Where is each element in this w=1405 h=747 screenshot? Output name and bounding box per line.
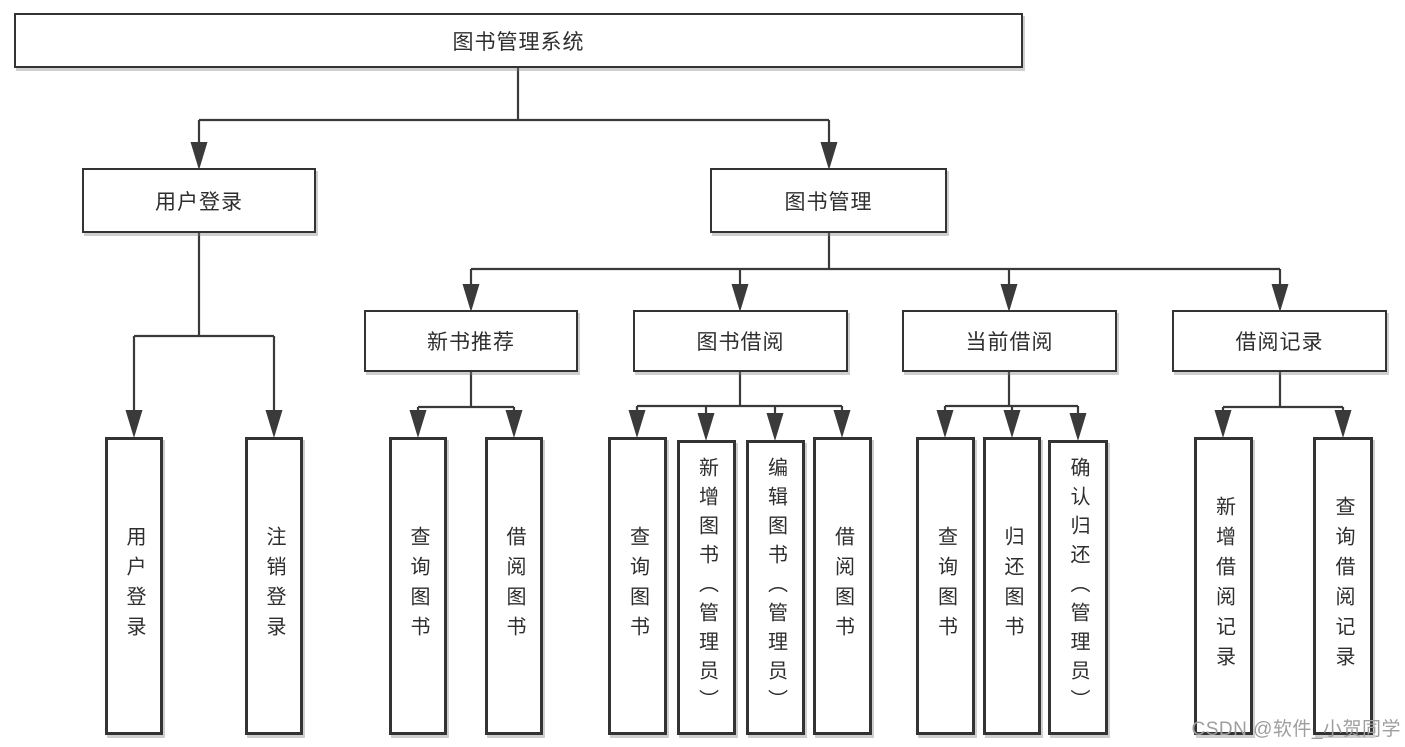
node-book-borrowing: 图书借阅 bbox=[633, 310, 848, 372]
node-root-label: 图书管理系统 bbox=[452, 30, 585, 54]
leaf-borrow-books-2: 借阅图书 bbox=[813, 437, 872, 735]
leaf-borrow-books-2-label: 借阅图书 bbox=[831, 526, 854, 646]
leaf-query-books-2: 查询图书 bbox=[608, 437, 667, 735]
leaf-query-borrow-record-label: 查询借阅记录 bbox=[1332, 496, 1354, 676]
leaf-query-books-1: 查询图书 bbox=[389, 437, 447, 735]
leaf-user-login: 用户登录 bbox=[105, 437, 163, 735]
node-book-management-label: 图书管理 bbox=[784, 190, 873, 214]
leaf-logout-label: 注销登录 bbox=[263, 526, 285, 646]
leaf-confirm-return-admin: 确认归还（管理员） bbox=[1048, 440, 1108, 735]
csdn-watermark: CSDN @软件_小贺同学 bbox=[1191, 719, 1401, 740]
leaf-query-borrow-record: 查询借阅记录 bbox=[1313, 437, 1373, 735]
leaf-add-books-admin: 新增图书（管理员） bbox=[677, 440, 736, 735]
leaf-confirm-return-admin-label: 确认归还（管理员） bbox=[1067, 457, 1089, 718]
leaf-return-books-label: 归还图书 bbox=[1001, 526, 1023, 646]
leaf-query-books-2-label: 查询图书 bbox=[626, 526, 649, 646]
leaf-return-books: 归还图书 bbox=[983, 437, 1041, 735]
leaf-borrow-books-1-label: 借阅图书 bbox=[503, 526, 525, 646]
leaf-edit-books-admin-label: 编辑图书（管理员） bbox=[764, 457, 787, 718]
leaf-user-login-label: 用户登录 bbox=[123, 526, 145, 646]
node-user-login: 用户登录 bbox=[82, 168, 316, 233]
node-book-management: 图书管理 bbox=[710, 168, 947, 233]
node-current-borrowing: 当前借阅 bbox=[902, 310, 1117, 372]
leaf-add-borrow-record: 新增借阅记录 bbox=[1194, 437, 1253, 735]
node-borrowing-records-label: 借阅记录 bbox=[1235, 331, 1324, 354]
leaf-add-borrow-record-label: 新增借阅记录 bbox=[1212, 496, 1235, 676]
leaf-logout: 注销登录 bbox=[245, 437, 303, 735]
leaf-query-books-3-label: 查询图书 bbox=[934, 526, 957, 646]
node-current-borrowing-label: 当前借阅 bbox=[965, 331, 1054, 354]
node-user-login-label: 用户登录 bbox=[155, 190, 243, 214]
node-root: 图书管理系统 bbox=[14, 13, 1023, 68]
leaf-query-books-3: 查询图书 bbox=[916, 437, 975, 735]
node-borrowing-records: 借阅记录 bbox=[1172, 310, 1387, 372]
node-new-book-recommend: 新书推荐 bbox=[364, 310, 578, 372]
node-book-borrowing-label: 图书借阅 bbox=[696, 331, 785, 354]
leaf-borrow-books-1: 借阅图书 bbox=[485, 437, 543, 735]
node-new-book-recommend-label: 新书推荐 bbox=[427, 331, 515, 354]
leaf-add-books-admin-label: 新增图书（管理员） bbox=[695, 457, 718, 718]
leaf-edit-books-admin: 编辑图书（管理员） bbox=[746, 440, 805, 735]
leaf-query-books-1-label: 查询图书 bbox=[407, 526, 429, 646]
